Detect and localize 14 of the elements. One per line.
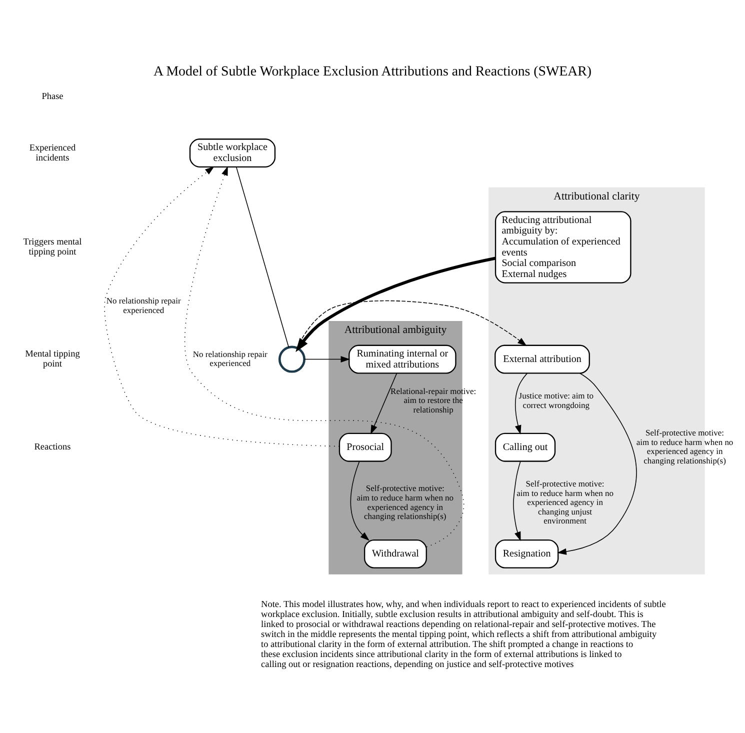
label: Mental tipping point xyxy=(25,349,80,370)
edge-label: No relationship repair experienced xyxy=(106,295,181,314)
label: Triggers mental tipping point xyxy=(23,237,82,258)
label: Experienced incidents xyxy=(29,142,76,163)
label: Phase xyxy=(42,92,64,102)
edge-label: Self-protective motive: aim to reduce harm when no experienced agency in changing relationship(s) xyxy=(356,482,454,521)
edge-label: Self-protective motive: aim to reduce harm when no experienced agency in changing unjust environment xyxy=(516,478,614,526)
caption: Note. This model illustrates how, why, and when individuals report to react to experienced incidents of subtle workplace exclusion. Initially, subtle exclusion results in attributional ambiguity and self-doubt. This is linked to prosocial or withdrawal reactions depending on relational-repair and self-protective motives. The switch in the middle represents the mental tipping point, which reflects a shift from attributional ambiguity to attributional clarity in the form of external attribution. The shift prompted a change in reactions to these exclusion incidents since attributional clarity in the form of external attributions is linked to calling out or resignation reactions, depending on justice and self-protective motives xyxy=(261,599,666,670)
edge-label: Relational-repair motive: aim to restore the relationship xyxy=(390,385,476,414)
edge-label: No relationship repair experienced xyxy=(192,348,268,368)
diagram-title: A Model of Subtle Workplace Exclusion Attributions and Reactions (SWEAR) xyxy=(153,64,592,79)
edge-label: Self-protective motive: aim to reduce harm when no experienced agency in changing relationship(s) xyxy=(636,427,734,465)
label: Reactions xyxy=(34,442,71,452)
edge-label: Justice motive: aim to correct wrongdoing xyxy=(518,390,594,410)
